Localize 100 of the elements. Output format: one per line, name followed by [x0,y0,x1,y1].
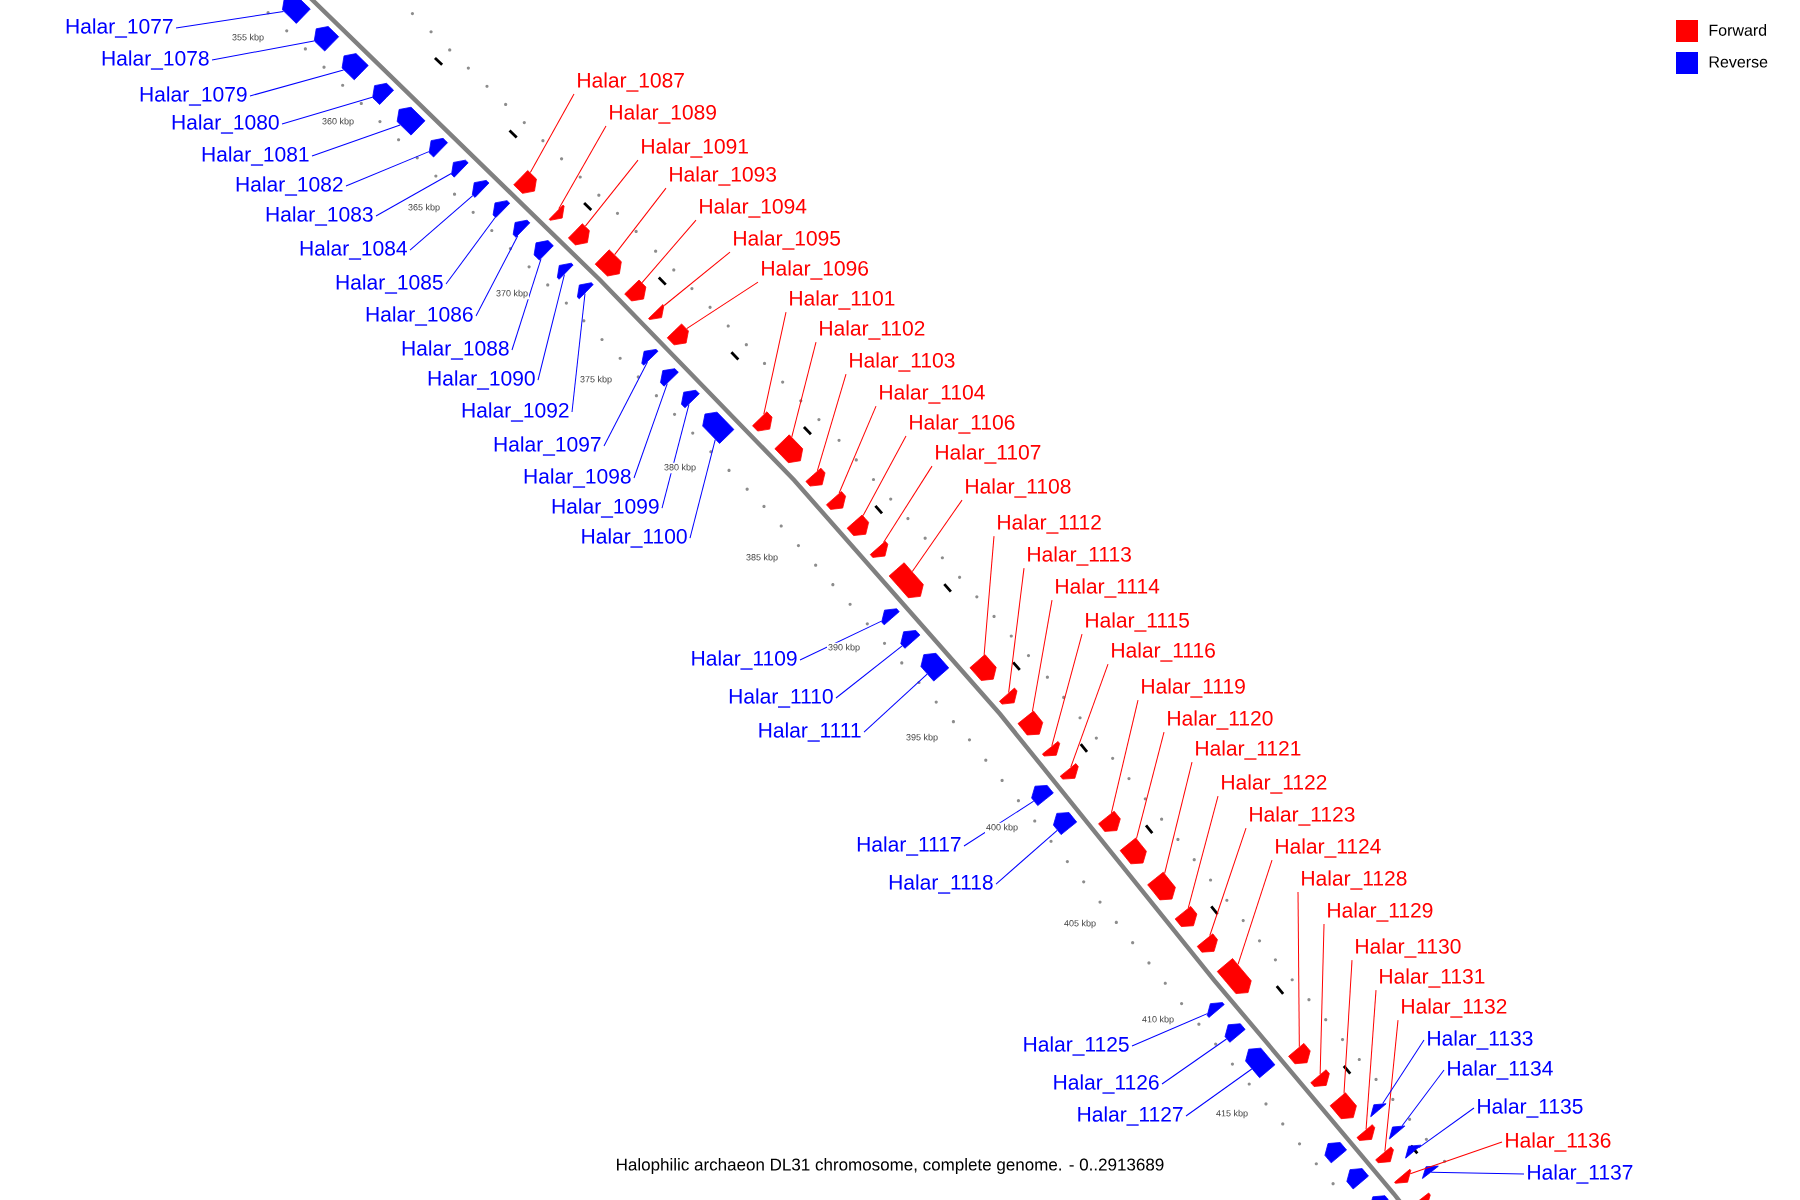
gene-glyph [568,223,590,246]
gene-label: Halar_1101 [790,290,895,310]
leader-line [633,383,668,479]
gene-glyph [648,304,665,320]
leader-line [911,499,963,572]
gene-glyph [888,562,924,599]
leader-line [883,465,933,543]
leader-line [445,217,496,285]
gene-label: Halar_1118 [889,874,993,894]
leader-line [311,124,401,157]
leader-line [1187,795,1219,909]
leader-line [614,187,667,256]
gene-glyph [513,170,537,194]
gene-label: Halar_1095 [734,230,841,250]
gene-label: Halar_1089 [610,104,716,124]
leader-line [1430,1171,1525,1175]
gene-label: Halar_1098 [524,468,631,488]
gene-glyph [1042,741,1061,757]
gene-label: Halar_1086 [366,306,473,326]
leader-line [475,235,519,317]
leader-line [791,341,817,438]
gene-label: Halar_1122 [1222,774,1327,794]
leader-line [1237,859,1273,965]
gene-label: Halar_1120 [1168,710,1273,730]
gene-label: Halar_1134 [1448,1060,1553,1080]
gene-label: Halar_1109 [692,650,797,670]
gene-glyph [1369,1195,1389,1200]
legend-label: Forward [1709,24,1767,36]
gene-glyph [282,0,311,24]
leader-line [375,173,452,217]
gene-glyph [1053,812,1078,835]
gene-label: Halar_1103 [850,352,955,372]
gene-glyph [969,654,997,681]
gene-label: Halar_1125 [1024,1036,1129,1056]
gene-glyph [1098,810,1121,832]
leader-line [249,69,345,97]
gene-glyph [1346,1168,1369,1190]
leader-line [963,800,1035,847]
gene-label: Halar_1097 [494,436,601,456]
gene-label: Halar_1090 [428,370,535,390]
leader-line [838,405,877,494]
gene-glyph [372,82,394,105]
leader-line [661,403,690,509]
gene-label: Halar_1085 [336,274,443,294]
leader-line [799,620,882,661]
gene-glyph [1216,958,1252,994]
leader-line [862,435,907,517]
gene-label: Halar_1135 [1478,1098,1583,1118]
leader-line [1319,923,1325,1075]
gene-glyph [1389,1125,1406,1140]
leader-line [995,829,1058,885]
gene-label: Halar_1112 [998,514,1101,534]
leader-line [1185,1068,1253,1117]
gene-glyph [533,240,554,261]
leader-line [1031,599,1053,712]
gene-label: Halar_1093 [670,166,777,186]
gene-label: Halar_1116 [1112,642,1215,662]
gene-label: Halar_1133 [1428,1030,1533,1050]
gene-label: Halar_1114 [1056,578,1160,598]
gene-label: Halar_1088 [402,340,509,360]
gene-glyph [451,159,469,178]
gene-glyph [1394,1168,1412,1184]
leader-line [1365,989,1377,1130]
gene-glyph [1059,763,1079,780]
gene-label: Halar_1102 [820,320,925,340]
leader-line [1384,1019,1399,1153]
leader-line [511,258,542,351]
gene-label: Halar_1108 [966,478,1071,498]
gene-glyph [1196,933,1218,953]
gene-label: Halar_1123 [1250,806,1355,826]
gene-glyph [577,282,594,300]
leader-line [1418,1107,1475,1149]
caption: Halophilic archaeon DL31 chromosome, complete genome. - 0..2913689 [617,1158,1164,1174]
gene-label: Halar_1119 [1142,678,1245,698]
gene-glyph [1174,906,1198,927]
gene-glyph [752,411,773,432]
gene-glyph [881,608,900,626]
leader-line [529,93,575,174]
leader-line [571,293,586,413]
gene-glyph [428,137,448,158]
leader-line [584,159,639,227]
gene-glyph [774,434,804,464]
leader-line [211,40,315,61]
gene-label: Halar_1115 [1086,612,1189,632]
leader-line [816,373,847,472]
leader-line [763,311,787,415]
leader-line [1409,1141,1503,1175]
leader-line [863,673,928,733]
legend-label: Reverse [1709,56,1768,68]
leader-line [1343,959,1353,1094]
gene-label: Halar_1104 [880,384,985,404]
leader-line [1008,567,1025,694]
gene-label: Halar_1129 [1328,902,1433,922]
gene-glyph [1245,1047,1276,1079]
gene-glyph [826,491,846,510]
gene-glyph [666,323,689,346]
gene-glyph [1206,1002,1225,1018]
gene-glyph [681,389,700,409]
gene-glyph [341,53,369,81]
gene-label: Halar_1113 [1028,546,1131,566]
